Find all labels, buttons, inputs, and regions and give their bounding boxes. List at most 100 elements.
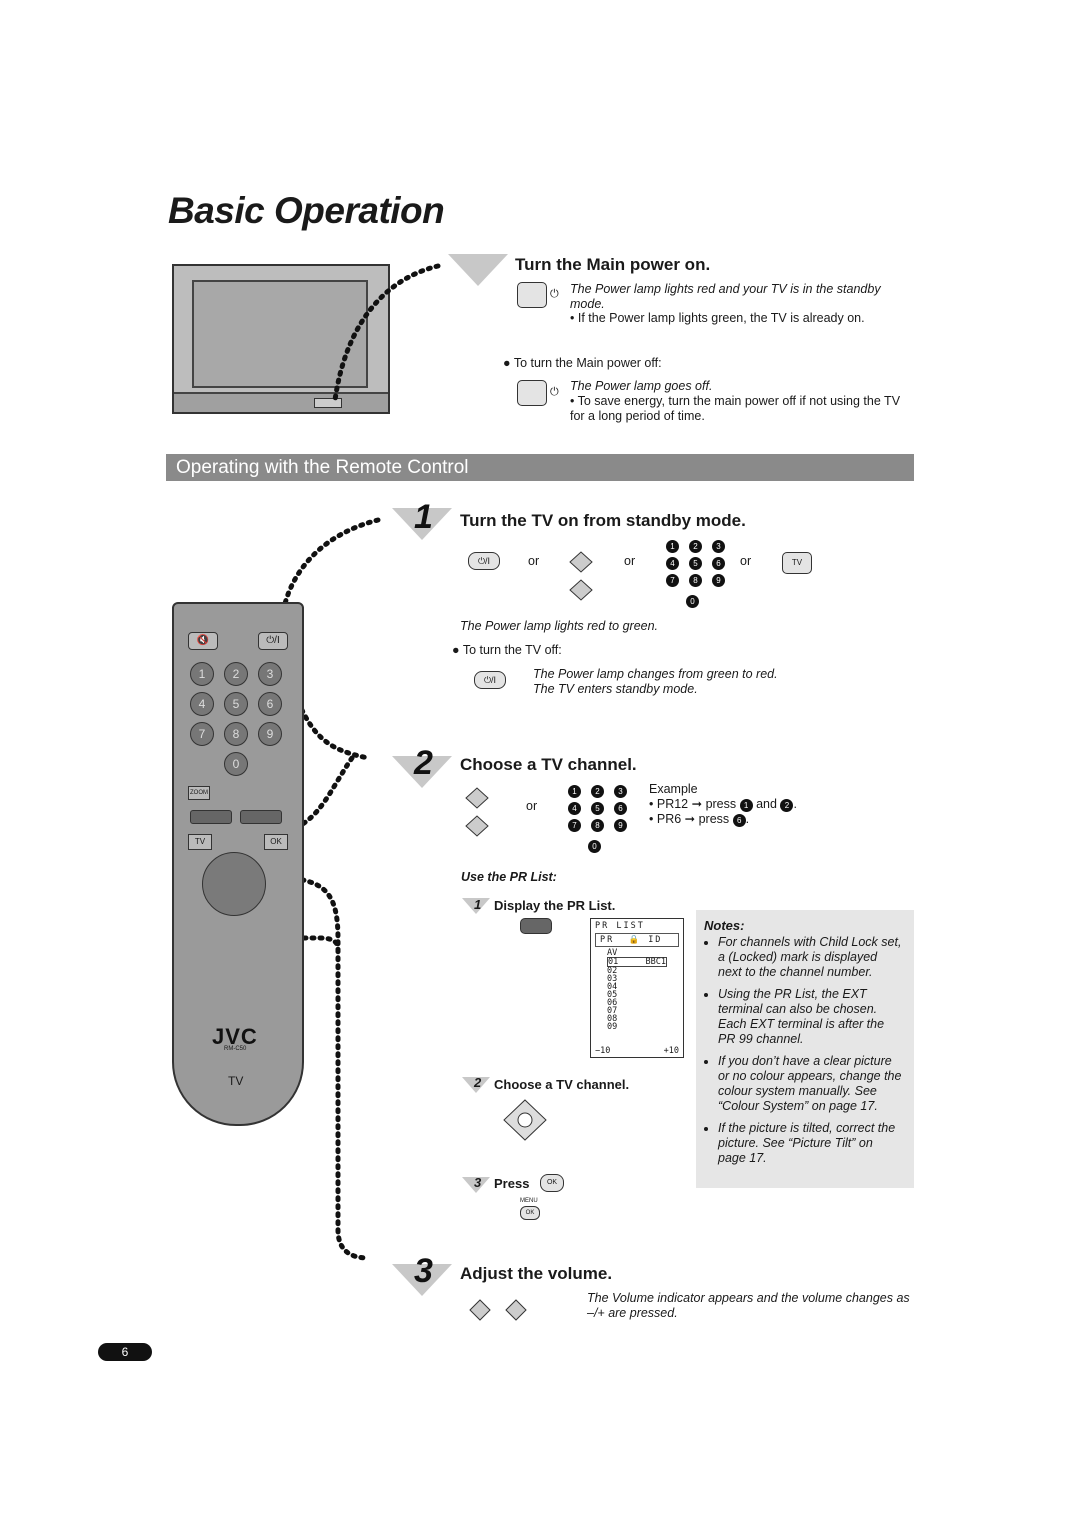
brand-logo: JVC bbox=[212, 1024, 258, 1049]
example-pr6-channel: PR6 bbox=[656, 812, 682, 826]
substep-marker bbox=[462, 898, 490, 914]
pr-list-header: PR 🔒 ID bbox=[595, 933, 679, 947]
ok-key-icon: OK bbox=[540, 1174, 564, 1192]
remote-key: 2 bbox=[224, 662, 248, 686]
or-label: or bbox=[624, 554, 636, 568]
remote-key: 0 bbox=[224, 752, 248, 776]
step-marker-triangle bbox=[392, 1264, 452, 1296]
small-key: 2 bbox=[591, 785, 604, 798]
pr-list-col-id: ID bbox=[648, 935, 663, 945]
main-power-on-bullet-text: If the Power lamp lights green, the TV i… bbox=[577, 311, 865, 325]
zoom-button: ZOOM bbox=[188, 786, 210, 800]
direction-pad-icon bbox=[500, 1098, 550, 1142]
mute-icon: 🔇 bbox=[188, 632, 218, 650]
small-key: 4 bbox=[666, 557, 679, 570]
small-key: 7 bbox=[666, 574, 679, 587]
small-key: 6 bbox=[614, 802, 627, 815]
tv-button: TV bbox=[188, 834, 212, 850]
main-power-button bbox=[314, 398, 342, 408]
step-marker-triangle bbox=[392, 508, 452, 540]
example-pr6: • PR6 ➞ press 6. bbox=[649, 812, 750, 827]
small-key: 4 bbox=[568, 802, 581, 815]
small-key: 2 bbox=[780, 799, 794, 812]
step1-off-note1: The Power lamp changes from green to red… bbox=[533, 667, 778, 681]
channel-up-down-icon bbox=[566, 548, 596, 604]
pr-list-row: AV bbox=[607, 948, 618, 958]
substep1-label: Display the PR List. bbox=[494, 898, 616, 913]
main-power-off-label: ● To turn the Main power off: bbox=[503, 356, 662, 370]
main-power-off-bullet-text: To save energy, turn the main power off … bbox=[570, 394, 901, 423]
note-item: If the picture is tilted, correct the pi… bbox=[718, 1121, 904, 1166]
small-key: 1 bbox=[739, 799, 753, 812]
main-power-on-bullet: • If the Power lamp lights green, the TV… bbox=[570, 311, 865, 325]
standby-icon: ⏻/I bbox=[258, 632, 288, 650]
small-key: 8 bbox=[689, 574, 702, 587]
step1-note: The Power lamp lights red to green. bbox=[460, 619, 659, 633]
notes-list: For channels with Child Lock set, a (Loc… bbox=[704, 935, 904, 1166]
standby-key-icon: ⏻/I bbox=[468, 552, 500, 570]
step1-heading: Turn the TV on from standby mode. bbox=[460, 511, 746, 530]
notes-box: Notes: For channels with Child Lock set,… bbox=[696, 910, 914, 1188]
remote-key: 9 bbox=[258, 722, 282, 746]
text-button bbox=[240, 810, 282, 824]
small-key: 3 bbox=[712, 540, 725, 553]
step-number: 2 bbox=[414, 744, 433, 782]
step3-note: The Volume indicator appears and the vol… bbox=[587, 1291, 910, 1320]
remote-key: 7 bbox=[190, 722, 214, 746]
small-key: 8 bbox=[591, 819, 604, 832]
small-key: 1 bbox=[568, 785, 581, 798]
small-key: 3 bbox=[614, 785, 627, 798]
small-key: 7 bbox=[568, 819, 581, 832]
remote-key: 3 bbox=[258, 662, 282, 686]
substep2-label: Choose a TV channel. bbox=[494, 1077, 630, 1092]
step-number: 3 bbox=[414, 1252, 433, 1290]
use-pr-list-label: Use the PR List: bbox=[461, 870, 557, 884]
power-symbol-icon: ⏻ bbox=[550, 386, 559, 398]
pr-list-row: 04 bbox=[607, 982, 618, 992]
channel-up-down-icon bbox=[462, 784, 492, 840]
or-label: or bbox=[526, 799, 538, 813]
small-key: 1 bbox=[666, 540, 679, 553]
note-item: Using the PR List, the EXT terminal can … bbox=[718, 987, 904, 1047]
pr-list-row: 08 bbox=[607, 1014, 618, 1024]
substep-marker bbox=[462, 1077, 490, 1093]
main-power-button-icon bbox=[517, 282, 547, 308]
remote-key: 1 bbox=[190, 662, 214, 686]
pr-list-row: 07 bbox=[607, 1006, 618, 1016]
pr-list-row: 06 bbox=[607, 998, 618, 1008]
notes-title: Notes: bbox=[704, 918, 745, 933]
example-and: and bbox=[756, 797, 777, 811]
info-button-icon bbox=[520, 918, 552, 934]
remote-model: RM-C50 bbox=[224, 1046, 247, 1052]
substep-number: 1 bbox=[474, 897, 482, 912]
menu-label: MENU bbox=[520, 1198, 538, 1204]
pr-list-plus: +10 bbox=[663, 1046, 679, 1056]
main-power-off-label-text: To turn the Main power off: bbox=[513, 356, 662, 370]
power-symbol-icon: ⏻ bbox=[550, 288, 559, 300]
pr-list-title: PR LIST bbox=[595, 921, 645, 931]
step1-off-note2: The TV enters standby mode. bbox=[533, 682, 698, 696]
step1-off-label-text: To turn the TV off: bbox=[462, 643, 562, 657]
step1-off-label: ● To turn the TV off: bbox=[452, 643, 562, 657]
step2-heading: Choose a TV channel. bbox=[460, 755, 637, 774]
pr-list-footer: −10+10 bbox=[595, 1046, 679, 1056]
example-press: press bbox=[698, 812, 730, 826]
substep-number: 3 bbox=[474, 1175, 482, 1190]
standby-key-icon: ⏻/I bbox=[474, 671, 506, 689]
remote-key: 5 bbox=[224, 692, 248, 716]
substep3-label: Press bbox=[494, 1176, 530, 1191]
example-pr12: • PR12 ➞ press 1 and 2. bbox=[649, 797, 797, 812]
example-pr12-channel: PR12 bbox=[656, 797, 689, 811]
remote-key: 6 bbox=[258, 692, 282, 716]
pr-list-col-pr: PR bbox=[600, 935, 615, 945]
page-title: Basic Operation bbox=[168, 190, 445, 231]
tv-key-icon: TV bbox=[782, 552, 812, 574]
or-label: or bbox=[528, 554, 540, 568]
substep-number: 2 bbox=[474, 1075, 482, 1090]
section-banner: Operating with the Remote Control bbox=[166, 454, 914, 481]
pr-list-row: 02 bbox=[607, 966, 618, 976]
example-label: Example bbox=[649, 782, 698, 796]
